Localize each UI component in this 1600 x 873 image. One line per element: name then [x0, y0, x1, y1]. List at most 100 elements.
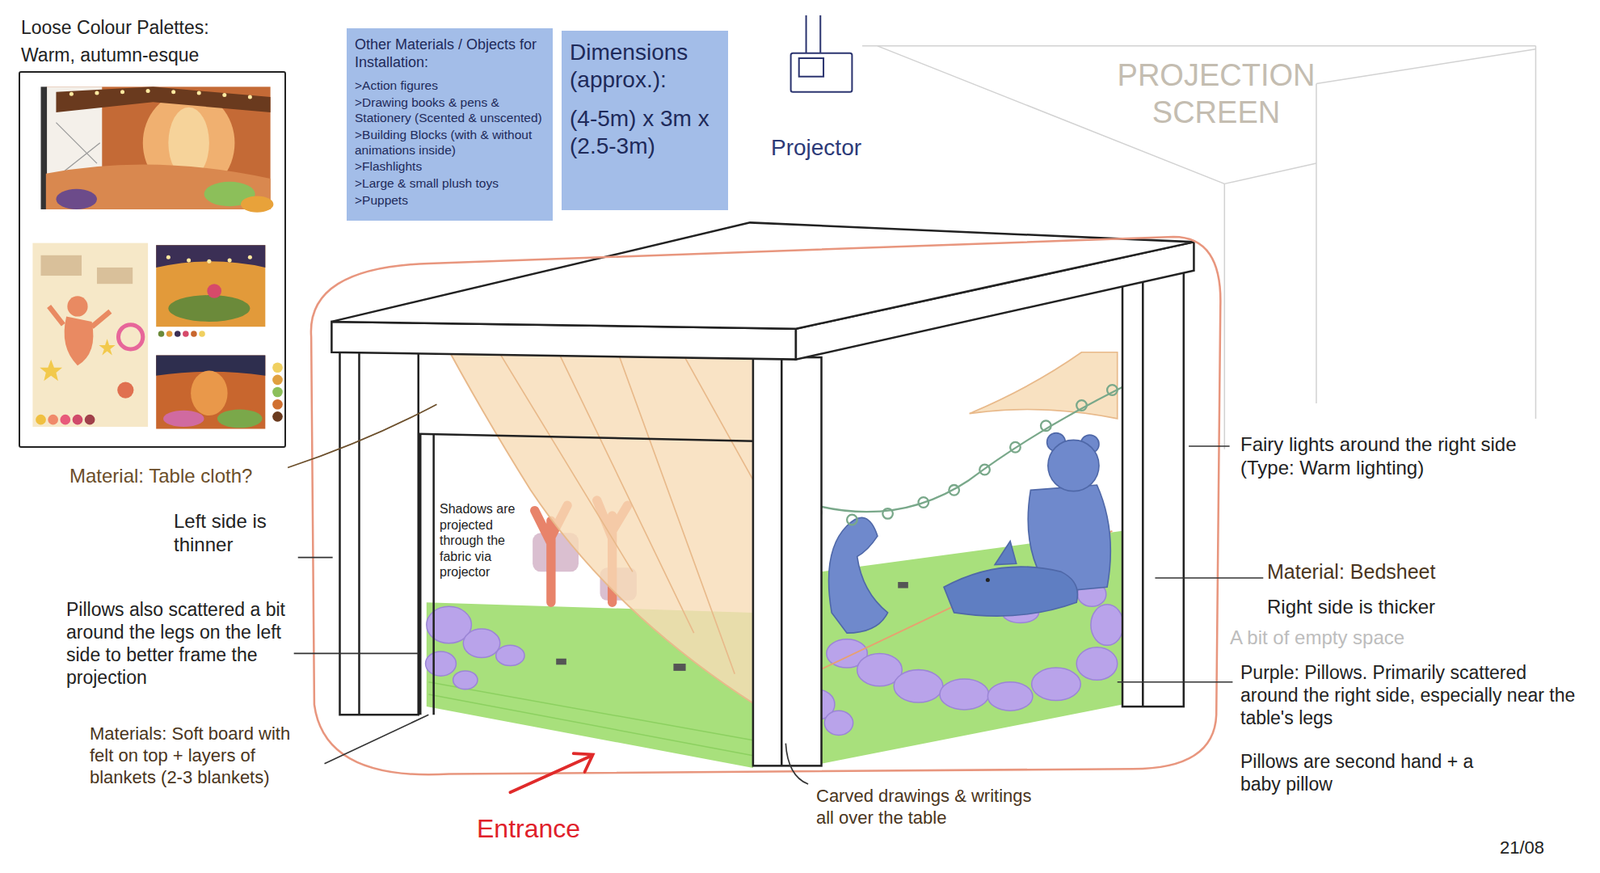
table: [339, 352, 418, 715]
table: [418, 433, 756, 442]
felt-floor: [555, 658, 567, 666]
palette-thumbnail: [206, 283, 222, 299]
fairy-lights: [846, 514, 858, 526]
projector-icon: [799, 58, 824, 77]
felt-floor: [897, 581, 909, 589]
projection-screen-outline: [1224, 183, 1226, 449]
palette-thumbnail: [155, 355, 266, 430]
projector-icon: [791, 15, 853, 93]
leader-line: [1188, 445, 1230, 447]
table: [331, 222, 1194, 329]
palette-thumbnail: [155, 244, 266, 337]
palette-thumbnail: [217, 409, 263, 429]
palette-thumbnail: [248, 94, 253, 99]
palette-thumbnail: [117, 324, 143, 350]
leader-line: [294, 652, 419, 655]
plush-toy: [829, 433, 1112, 634]
palette-thumbnail: [166, 330, 173, 337]
palette-thumbnail: [35, 414, 47, 426]
box-text: >Building Blocks (with & without animati…: [354, 127, 545, 159]
pillow: [425, 651, 457, 676]
palette-thumbnail: [55, 122, 97, 165]
annotation-label: Pillows are second hand + a baby pillow: [1240, 749, 1516, 796]
leader-line: [287, 404, 1264, 784]
projection-screen-outline: [1224, 163, 1317, 184]
palette-thumbnail: [190, 330, 198, 337]
table-cloth: [489, 336, 754, 674]
fairy-lights: [917, 496, 929, 508]
annotation-label: Pillows also scattered a bit around the …: [66, 597, 289, 689]
table: [331, 222, 1194, 766]
leader-line: [324, 714, 430, 764]
tent-outline: [311, 236, 1221, 775]
palette-thumbnail: [98, 338, 115, 355]
palette-thumbnail: [171, 89, 176, 94]
projection-screen-outline: [862, 45, 1536, 47]
entrance-label: Entrance: [476, 812, 581, 845]
annotation-label: Shadows are projected through the fabric…: [437, 499, 526, 582]
palette-thumbnail: [146, 88, 151, 93]
projection-screen-outline: [1535, 46, 1537, 419]
fairy-lights: [948, 484, 960, 496]
leader-line: [298, 556, 333, 559]
fairy-lights: [1010, 442, 1021, 453]
annotation-label: Right side is thicker: [1267, 594, 1436, 619]
palette-thumbnail: [190, 370, 228, 417]
bedsheet: [811, 352, 1118, 674]
palette-thumbnail: [155, 355, 283, 430]
palette-thumbnail: [41, 255, 83, 276]
palette-thumbnail: [47, 414, 59, 426]
palette-thumbnail: [32, 243, 148, 427]
material-note: Material: Table cloth?: [69, 463, 253, 488]
projection-screen-outline: [1316, 49, 1536, 85]
table-cloth: [438, 332, 755, 705]
palette-thumbnail: [120, 89, 125, 94]
palette-thumbnail: [55, 189, 97, 210]
palette-thumbnail: [198, 330, 206, 337]
pillow: [1031, 667, 1082, 700]
box-text: >Large & small plush toys: [354, 176, 545, 192]
fairy-lights: [979, 464, 990, 476]
leader-line: [287, 404, 437, 468]
box-text: >Action figures: [354, 78, 545, 94]
plush-toy: [994, 540, 1017, 565]
palette-thumbnail: [272, 411, 283, 422]
palette-thumbnail: [158, 330, 165, 337]
palette-thumbnail: [155, 244, 266, 327]
pillow: [453, 670, 478, 690]
projector-icon: [791, 53, 853, 93]
leader-line: [1117, 681, 1234, 683]
plush-toy: [829, 517, 889, 633]
projector-icon: [819, 15, 822, 54]
palette-thumbnail: [182, 330, 190, 337]
projector-icon: [805, 15, 808, 54]
palette-thumbnail: [163, 410, 205, 427]
palette-thumbnail: [96, 267, 133, 284]
table: [1141, 267, 1145, 707]
palette-thumbnail: [206, 259, 211, 264]
palette-thumbnail: [94, 90, 99, 95]
palette-frame: [18, 71, 287, 448]
table: [419, 433, 422, 715]
pillow: [496, 644, 525, 666]
annotation-label: Fairy lights around the right side (Type…: [1240, 432, 1540, 480]
material-note: Material: Bedsheet: [1267, 559, 1436, 585]
palette-thumbnail: [46, 86, 271, 210]
entrance-arrow: [509, 753, 593, 792]
watermark-label: PROJECTION SCREEN: [1098, 56, 1334, 132]
pillow: [1076, 647, 1118, 680]
palette-thumbnail: [64, 316, 94, 367]
table: [357, 352, 361, 715]
table: [753, 357, 822, 766]
palette-thumbnail: [168, 294, 250, 322]
palette-thumbnail: [222, 92, 227, 97]
palette-thumbnail: [41, 86, 274, 212]
felt-floor: [428, 682, 754, 741]
palette-thumbnail: [272, 374, 283, 386]
materials-note: Other Materials / Objects for Installati…: [346, 28, 553, 221]
felt-floor: [428, 694, 754, 756]
felt-floor: [673, 663, 686, 671]
palette-thumbnail: [248, 255, 253, 260]
palette-thumbnail: [67, 295, 88, 316]
palette-thumbnail: [49, 306, 111, 327]
